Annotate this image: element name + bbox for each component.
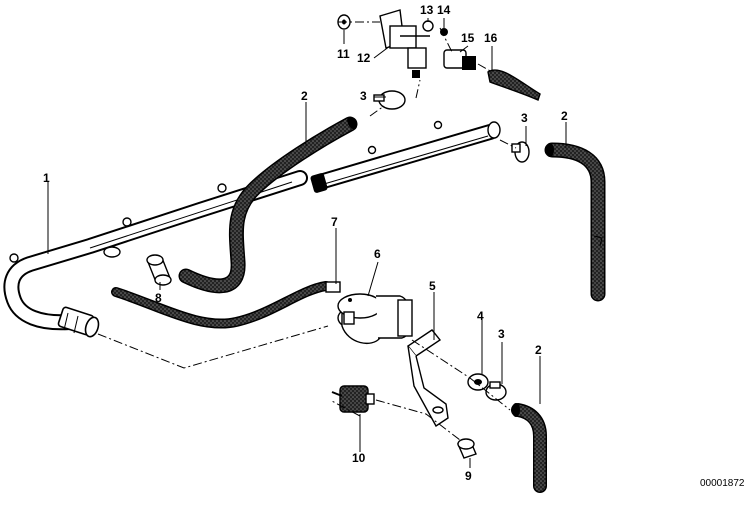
label-part-2-upper-right: 2 <box>561 109 568 123</box>
hose-upper-left <box>178 116 358 294</box>
hose-lower-right <box>511 403 547 493</box>
label-part-3-right: 3 <box>521 111 528 125</box>
label-part-10: 10 <box>352 451 366 465</box>
damper-10 <box>331 385 375 413</box>
assembly-lines <box>97 21 517 441</box>
label-part-7: 7 <box>331 215 338 229</box>
label-part-9: 9 <box>465 469 472 483</box>
label-part-2-lower: 2 <box>535 343 542 357</box>
clamp-3-lower <box>485 381 507 401</box>
label-part-13: 13 <box>420 3 434 17</box>
sleeve-8 <box>146 254 172 286</box>
leader-lines <box>47 18 567 468</box>
nut-4 <box>467 373 489 391</box>
label-part-6: 6 <box>374 247 381 261</box>
label-part-3-lower: 3 <box>498 327 505 341</box>
hose-return <box>111 281 341 329</box>
label-part-5: 5 <box>429 279 436 293</box>
document-id: 00001872 <box>700 478 745 489</box>
label-part-8: 8 <box>155 291 162 305</box>
fuel-rail <box>3 120 501 338</box>
valve-assembly <box>337 9 541 101</box>
label-part-4: 4 <box>477 309 484 323</box>
label-part-12: 12 <box>357 51 371 65</box>
clamp-3-upper <box>373 90 406 110</box>
part-labels: 1 2 2 2 3 3 3 4 5 6 7 8 9 10 11 12 13 14… <box>43 3 568 483</box>
pressure-regulator <box>337 293 413 345</box>
label-part-16: 16 <box>484 31 498 45</box>
label-part-3-upper: 3 <box>360 89 367 103</box>
nut-9 <box>457 438 477 459</box>
label-part-14: 14 <box>437 3 451 17</box>
hose-upper-right <box>544 142 606 302</box>
label-part-2-upper-left: 2 <box>301 89 308 103</box>
label-part-11: 11 <box>337 47 350 61</box>
bracket <box>406 329 449 428</box>
label-part-1: 1 <box>43 171 50 185</box>
label-part-15: 15 <box>461 31 475 45</box>
injector-stubs <box>9 120 443 263</box>
